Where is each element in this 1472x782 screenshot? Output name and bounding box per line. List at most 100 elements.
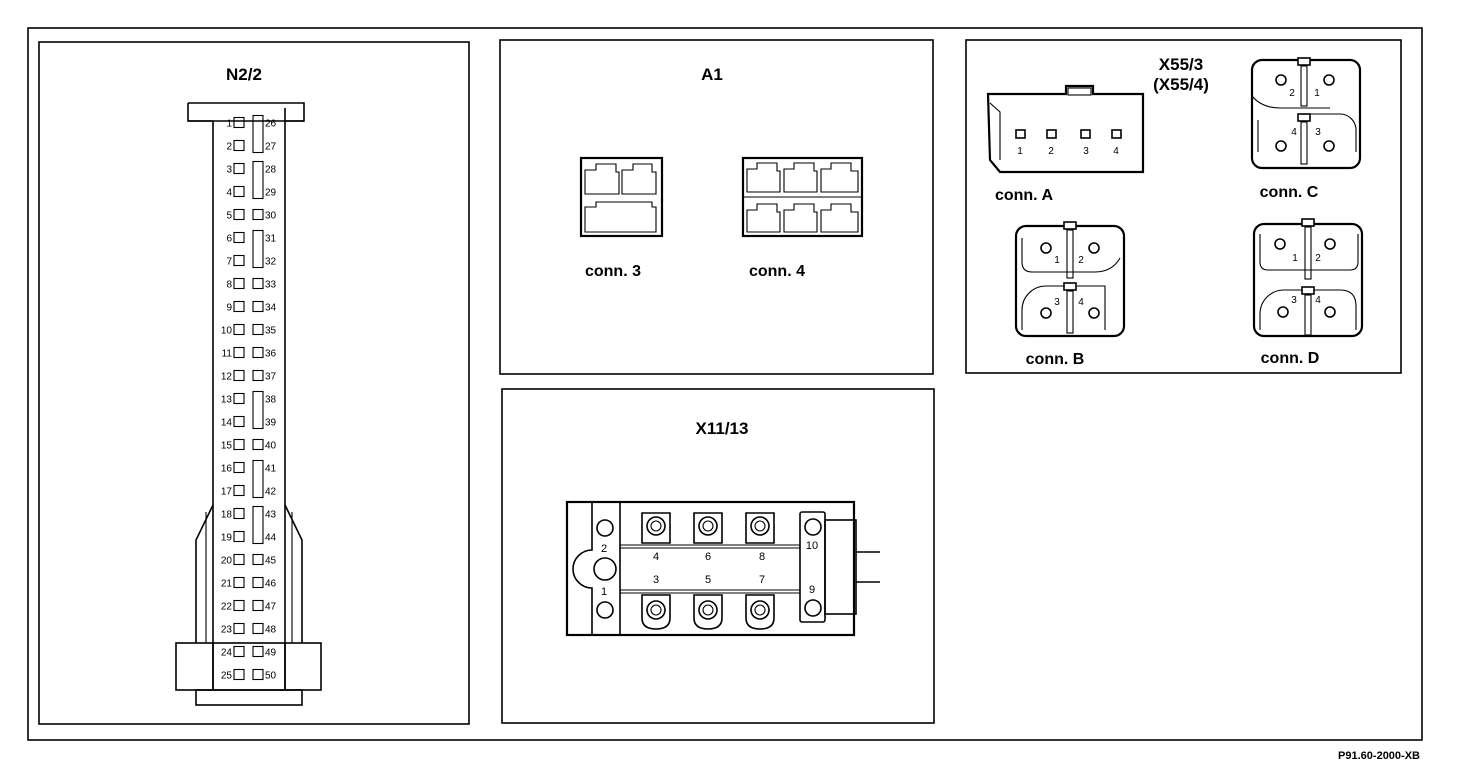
a1-conn3-shape [579,156,664,238]
n22-pin-label-11: 11 [222,349,233,360]
n22-pin-cell-2 [233,139,245,152]
conn-d-pin-3: 3 [1291,295,1297,306]
conn-a-pin-3: 3 [1083,146,1089,157]
n22-pin-cell-18 [233,507,245,520]
n22-connector-body [175,102,322,706]
x55-conn-b-shape: 1 2 3 4 [1014,221,1126,338]
n22-pin-cell-22 [233,599,245,612]
n22-pin-cell-33 [252,277,264,290]
n22-pin-label-6: 6 [226,234,232,245]
n22-pin-label-25: 25 [221,671,233,682]
n22-pin-cell-37 [252,369,264,382]
panel-x55-frame [965,39,1402,374]
n22-pin-label-34: 34 [265,303,277,314]
n22-pin-label-42: 42 [265,487,277,498]
conn-b-pin-3: 3 [1054,297,1060,308]
panel-a1-frame [499,39,934,375]
n22-pin-cell-1 [233,116,245,129]
n22-pin-label-12: 12 [221,372,233,383]
panel-x11: X11/13 [501,388,935,724]
n22-pin-slot-26-27 [252,114,264,154]
n22-pin-cell-36 [252,346,264,359]
conn-a-pin-1: 1 [1017,146,1023,157]
x11-pin-1: 1 [601,586,607,598]
n22-pin-label-2: 2 [226,142,232,153]
x11-pin-3: 3 [653,574,659,586]
x55-conn-d-shape: 1 2 3 4 [1252,218,1364,338]
x11-pin-9: 9 [809,584,815,596]
n22-pin-label-3: 3 [226,165,232,176]
n22-pin-cell-7 [233,254,245,267]
n22-pin-label-5: 5 [226,211,232,222]
n22-pin-cell-49 [252,645,264,658]
conn-c-pin-2: 2 [1289,88,1295,99]
n22-pin-label-26: 26 [265,119,277,130]
n22-pin-cell-20 [233,553,245,566]
x55-conn-a-label: conn. A [995,187,1054,204]
conn-c-pin-1: 1 [1314,88,1320,99]
panel-n22-frame [38,41,470,725]
n22-pin-cell-24 [233,645,245,658]
n22-pin-label-36: 36 [265,349,277,360]
n22-pin-cell-13 [233,392,245,405]
panel-x55: X55/3 (X55/4) 1 2 3 4 conn. A [965,39,1402,374]
x11-pin-labels: 1 2 3 4 5 6 7 8 9 10 [601,540,818,598]
x55-title: X55/3 [1159,55,1203,74]
n22-pin-label-14: 14 [221,418,233,429]
x55-subtitle: (X55/4) [1153,75,1209,94]
n22-pin-label-50: 50 [265,671,277,682]
n22-pin-label-48: 48 [265,625,277,636]
n22-pin-label-7: 7 [226,257,232,268]
n22-pin-label-45: 45 [265,556,277,567]
n22-pin-label-16: 16 [221,464,233,475]
n22-pin-label-38: 38 [265,395,277,406]
conn-a-pin-2: 2 [1048,146,1054,157]
a1-conn4-shape [741,156,864,238]
a1-title: A1 [701,65,723,84]
n22-pin-label-39: 39 [265,418,277,429]
n22-pin-label-9: 9 [226,303,232,314]
n22-pin-cell-50 [252,668,264,681]
n22-pin-label-32: 32 [265,257,277,268]
n22-pin-label-8: 8 [226,280,232,291]
n22-pin-label-35: 35 [265,326,277,337]
x11-pin-7: 7 [759,574,765,586]
conn-b-pin-2: 2 [1078,255,1084,266]
x11-pin-10: 10 [806,540,818,552]
n22-pin-cell-3 [233,162,245,175]
n22-pin-label-41: 41 [265,464,277,475]
n22-pin-cell-45 [252,553,264,566]
n22-pin-cell-40 [252,438,264,451]
x11-title: X11/13 [696,419,749,438]
conn-d-pin-4: 4 [1315,295,1321,306]
x55-conn-c-shape: 2 1 4 3 [1250,57,1362,170]
x11-pin-2: 2 [601,543,607,555]
a1-conn3-label: conn. 3 [585,263,641,280]
n22-pin-cell-12 [233,369,245,382]
x55-conn-c-label: conn. C [1260,184,1319,201]
n22-pin-cell-17 [233,484,245,497]
conn-c-pin-4: 4 [1291,127,1297,138]
n22-pin-label-31: 31 [265,234,277,245]
n22-pin-cell-16 [233,461,245,474]
conn-d-pin-2: 2 [1315,253,1321,264]
conn-b-pin-1: 1 [1054,255,1060,266]
conn-a-pin-4: 4 [1113,146,1119,157]
n22-pin-cell-9 [233,300,245,313]
n22-pin-cell-46 [252,576,264,589]
n22-pin-cell-6 [233,231,245,244]
n22-pin-label-40: 40 [265,441,277,452]
n22-pin-slot-41-42 [252,459,264,499]
n22-pin-label-23: 23 [221,625,233,636]
n22-pin-cell-25 [233,668,245,681]
n22-title: N2/2 [226,65,262,84]
n22-pin-slot-43-44 [252,505,264,545]
n22-pin-label-44: 44 [265,533,277,544]
n22-pin-cell-4 [233,185,245,198]
n22-pin-label-22: 22 [221,602,233,613]
x11-pin-8: 8 [759,551,765,563]
n22-pin-label-27: 27 [265,142,277,153]
n22-pin-label-10: 10 [221,326,233,337]
x11-connector-shape [565,500,880,637]
